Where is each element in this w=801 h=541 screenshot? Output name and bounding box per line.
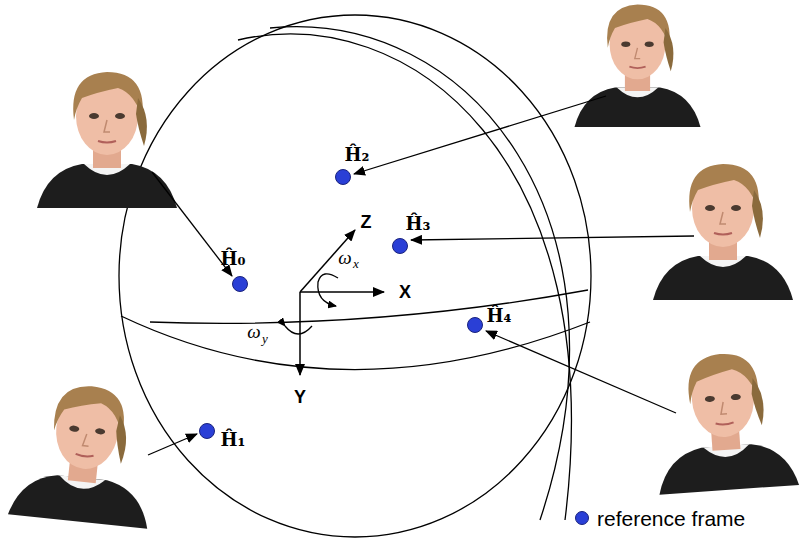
axis-label: Y	[294, 388, 306, 406]
frame-label: Ĥ₁	[221, 431, 246, 449]
legend-text: reference frame	[597, 508, 745, 529]
frame-label: Ĥ₄	[487, 307, 512, 325]
frame-label: Ĥ₂	[345, 146, 370, 164]
frame-label: Ĥ₀	[221, 250, 246, 268]
rotation-subscript: x	[353, 257, 359, 270]
rotation-symbol: ω	[338, 248, 351, 267]
rotation-subscript: y	[262, 332, 268, 345]
axis-label: X	[399, 283, 411, 301]
rotation-symbol: ω	[247, 322, 260, 341]
frame-label: Ĥ₃	[406, 215, 431, 233]
axis-label: Z	[361, 213, 372, 231]
legend-swatch	[575, 511, 589, 525]
